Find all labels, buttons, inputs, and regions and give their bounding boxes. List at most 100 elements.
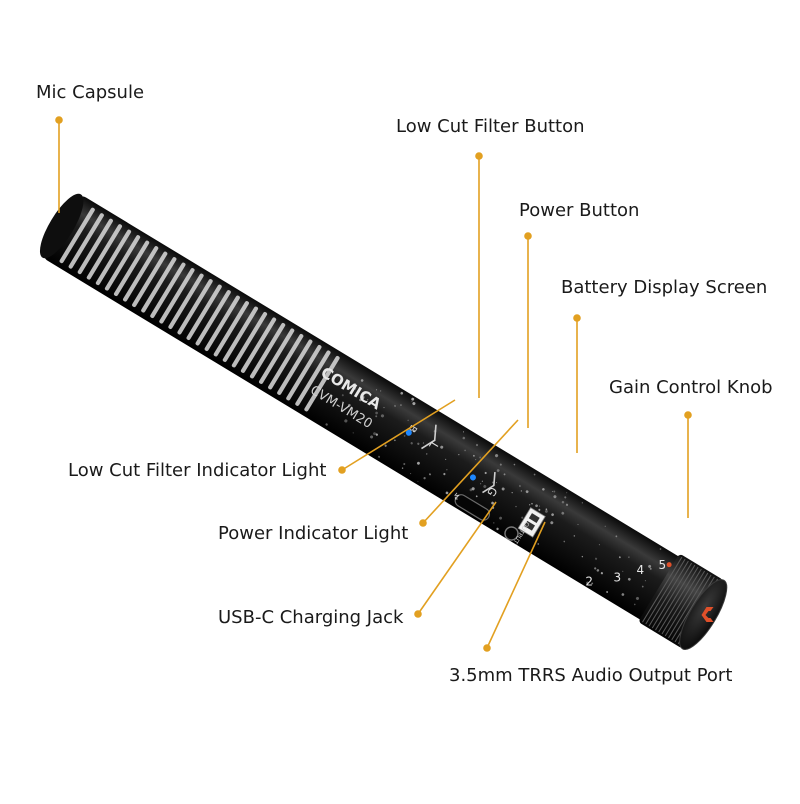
leader-dot-power-button <box>524 232 532 240</box>
gain-mark-3: 3 <box>614 570 622 584</box>
grille-slot <box>159 268 195 324</box>
texture-speck <box>649 567 652 570</box>
texture-speck <box>551 490 554 493</box>
grille-slot <box>231 312 268 368</box>
texture-speck <box>401 467 404 469</box>
texture-speck <box>462 431 465 433</box>
texture-speck <box>484 471 487 475</box>
texture-speck <box>521 516 524 519</box>
texture-speck <box>394 439 396 442</box>
texture-speck <box>403 462 406 466</box>
texture-speck <box>479 456 482 459</box>
usb-c-charging-jack[interactable]: ↯ <box>450 490 492 522</box>
texture-speck <box>550 521 554 525</box>
texture-speck <box>553 495 557 499</box>
grille-slot <box>304 355 340 412</box>
texture-speck <box>383 406 385 409</box>
texture-speck <box>641 585 644 588</box>
texture-speck <box>566 492 568 494</box>
texture-speck <box>496 482 498 484</box>
texture-speck <box>538 505 541 507</box>
grille-slot <box>213 301 249 357</box>
texture-speck <box>513 463 516 466</box>
label-audio-output-port: 3.5mm TRRS Audio Output Port <box>449 665 733 686</box>
texture-speck <box>375 433 378 436</box>
power-indicator-light <box>469 474 476 481</box>
brand-logo-icon <box>701 607 714 623</box>
texture-speck <box>565 503 569 506</box>
texture-speck <box>600 572 604 575</box>
texture-speck <box>535 504 538 508</box>
texture-speck <box>553 490 556 493</box>
label-battery-display-screen: Battery Display Screen <box>561 277 768 298</box>
texture-speck <box>440 445 444 449</box>
grille-slot <box>77 218 113 275</box>
texture-speck <box>344 419 348 423</box>
texture-speck <box>403 435 406 437</box>
texture-speck <box>360 379 364 382</box>
texture-speck <box>410 473 412 475</box>
knurl-line <box>658 566 699 633</box>
texture-speck <box>378 455 381 458</box>
texture-speck <box>469 488 473 492</box>
knurl-line <box>671 574 712 641</box>
texture-speck <box>594 557 598 560</box>
texture-speck <box>354 383 357 385</box>
texture-speck <box>379 390 382 392</box>
texture-speck <box>606 591 609 593</box>
texture-speck <box>366 399 369 401</box>
texture-speck <box>412 402 416 406</box>
texture-speck <box>348 403 351 407</box>
texture-speck <box>400 391 404 395</box>
leader-dot-usb-c-charging-jack <box>414 610 422 618</box>
texture-speck <box>617 575 620 578</box>
texture-speck <box>648 564 652 568</box>
texture-speck <box>480 483 482 485</box>
texture-speck <box>615 535 618 538</box>
texture-speck <box>503 473 506 476</box>
callout-leaders <box>55 116 692 652</box>
texture-speck <box>428 473 431 476</box>
texture-speck <box>446 469 448 471</box>
leader-dot-gain-control-knob <box>684 411 692 419</box>
knurl-line <box>651 562 693 629</box>
texture-speck <box>493 522 495 524</box>
grille-slot <box>86 224 123 280</box>
grille-slot <box>150 262 186 319</box>
texture-speck <box>375 389 378 391</box>
label-gain-control-knob: Gain Control Knob <box>609 377 773 398</box>
grille-slot <box>123 246 159 302</box>
grille-slot <box>168 273 204 330</box>
texture-speck <box>471 487 475 491</box>
side-mark-text: B <box>406 422 419 434</box>
texture-speck <box>375 415 378 418</box>
texture-speck <box>551 513 554 517</box>
grille-slot <box>132 251 168 308</box>
texture-speck <box>577 523 579 525</box>
texture-speck <box>594 567 597 570</box>
texture-speck <box>494 492 497 495</box>
grille-slot <box>268 333 304 390</box>
label-power-button: Power Button <box>519 200 640 221</box>
texture-speck <box>362 396 365 398</box>
texture-speck <box>367 391 370 394</box>
texture-speck <box>561 511 565 515</box>
texture-speck <box>475 459 477 461</box>
gain-control-knob[interactable] <box>638 553 735 655</box>
knurl-line <box>661 568 702 635</box>
knurl-line <box>655 564 696 631</box>
leader-dot-battery-display-screen <box>573 314 581 322</box>
gain-marker <box>666 562 672 568</box>
texture-speck <box>423 477 426 480</box>
texture-speck <box>325 423 328 426</box>
knurl-line <box>645 558 686 625</box>
texture-speck <box>581 502 583 504</box>
grille-slot <box>104 235 141 291</box>
texture-speck <box>515 505 517 508</box>
microphone-body: COMICA CVM-VM20 B L G ↯ OUT <box>39 193 735 655</box>
usb-symbol: ↯ <box>450 491 462 503</box>
knurl-line <box>648 560 689 627</box>
texture-speck <box>352 432 354 434</box>
